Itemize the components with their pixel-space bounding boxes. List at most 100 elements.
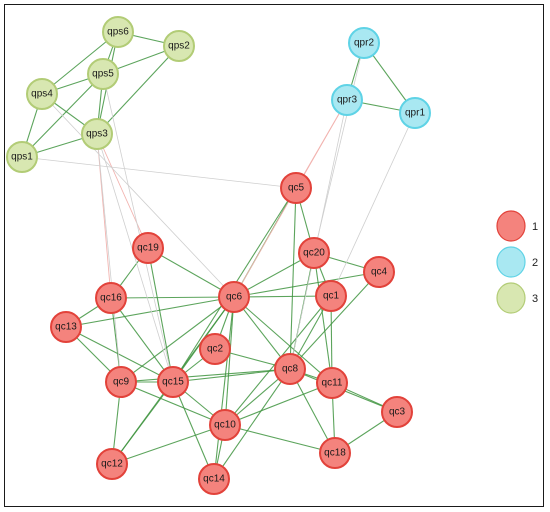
legend-label-3: 3 [532,293,538,305]
node-qps2[interactable]: qps2 [163,30,195,62]
node-label-qc12: qc12 [101,459,123,470]
node-circle-qc4[interactable] [363,256,395,288]
node-label-qc2: qc2 [207,344,224,355]
node-qps5[interactable]: qps5 [87,58,119,90]
legend-label-2: 2 [532,257,538,269]
node-circle-qc9[interactable] [105,366,137,398]
node-qc16[interactable]: qc16 [95,282,127,314]
node-qc2[interactable]: qc2 [199,333,231,365]
node-qc11[interactable]: qc11 [316,367,348,399]
node-circle-qc15[interactable] [157,366,189,398]
node-label-qc11: qc11 [322,378,343,389]
edge-qc20-qc11 [313,252,333,384]
edge-qc10-qc12 [111,424,226,465]
legend-label-1: 1 [532,221,538,233]
node-label-qc16: qc16 [100,293,122,304]
edge-qps4-qc6 [41,93,235,298]
node-label-qpr1: qpr1 [405,108,425,119]
edge-qc13-qc15 [65,326,174,383]
node-qpr3[interactable]: qpr3 [331,84,363,116]
node-label-qc9: qc9 [113,377,130,388]
edge-qc6-qc10 [224,296,235,426]
node-qc13[interactable]: qc13 [50,311,82,343]
node-circle-qc12[interactable] [96,448,128,480]
nodes-layer: qps6 qps2 qps5 qps4 qps3 qps1 qpr2 qpr3 qpr1 qc5 q… [6,16,431,495]
node-label-qps3: qps3 [86,129,108,140]
node-qps3[interactable]: qps3 [81,118,113,150]
node-qc6[interactable]: qc6 [218,281,250,313]
node-qc8[interactable]: qc8 [274,353,306,385]
node-circle-qc13[interactable] [50,311,82,343]
node-label-qc18: qc18 [324,448,346,459]
node-qc15[interactable]: qc15 [157,366,189,398]
edge-qps3-qc9 [96,133,122,383]
edge-qc8-qc15 [172,368,291,383]
node-circle-qc19[interactable] [132,232,164,264]
node-circle-qc5[interactable] [280,172,312,204]
diagram-frame [4,4,544,507]
node-circle-qc16[interactable] [95,282,127,314]
node-qps1[interactable]: qps1 [6,141,38,173]
node-qc1[interactable]: qc1 [315,280,347,312]
edge-qc16-qc15 [110,297,174,383]
node-circle-qps1[interactable] [6,141,38,173]
node-circle-qc14[interactable] [198,463,230,495]
node-label-qc13: qc13 [55,322,77,333]
edge-qc16-qc6 [110,296,235,299]
node-circle-qc8[interactable] [274,353,306,385]
node-qc3[interactable]: qc3 [381,396,413,428]
node-qc12[interactable]: qc12 [96,448,128,480]
node-qc18[interactable]: qc18 [319,437,351,469]
edge-qc10-qc18 [224,424,336,454]
node-circle-qps6[interactable] [102,16,134,48]
node-circle-qc6[interactable] [218,281,250,313]
node-circle-qc3[interactable] [381,396,413,428]
legend-item-1: 1 [496,210,538,242]
node-label-qc5: qc5 [288,183,305,194]
node-label-qps6: qps6 [107,27,129,38]
node-qc20[interactable]: qc20 [298,237,330,269]
node-label-qc8: qc8 [282,364,299,375]
node-qc14[interactable]: qc14 [198,463,230,495]
node-qps4[interactable]: qps4 [26,78,58,110]
node-label-qc14: qc14 [203,474,225,485]
node-circle-qc2[interactable] [199,333,231,365]
node-label-qpr2: qpr2 [354,38,374,49]
edge-qc19-qc15 [147,247,174,383]
node-circle-qc18[interactable] [319,437,351,469]
node-circle-qps4[interactable] [26,78,58,110]
edge-qps3-qc15 [96,133,174,383]
node-qc9[interactable]: qc9 [105,366,137,398]
node-circle-qpr2[interactable] [348,27,380,59]
node-label-qpr3: qpr3 [337,95,357,106]
legend-swatch-1 [496,210,526,242]
edge-qc6-qc1 [233,295,332,298]
node-label-qc15: qc15 [162,377,184,388]
node-qc5[interactable]: qc5 [280,172,312,204]
edge-qps3-qc19 [96,133,149,249]
node-qpr2[interactable]: qpr2 [348,27,380,59]
node-circle-qc10[interactable] [209,409,241,441]
node-circle-qpr3[interactable] [331,84,363,116]
node-label-qc19: qc19 [137,243,159,254]
node-label-qc20: qc20 [303,248,325,259]
node-circle-qps5[interactable] [87,58,119,90]
node-circle-qc1[interactable] [315,280,347,312]
edge-qpr3-qc8 [289,99,348,370]
node-circle-qps3[interactable] [81,118,113,150]
node-circle-qps2[interactable] [163,30,195,62]
edge-qc11-qc10 [224,382,333,426]
node-circle-qpr1[interactable] [399,97,431,129]
node-qc19[interactable]: qc19 [132,232,164,264]
node-circle-qc11[interactable] [316,367,348,399]
edge-qc8-qc14 [213,368,291,480]
edge-qc5-qc8 [289,187,297,370]
edge-qc8-qc9 [120,368,291,383]
node-qps6[interactable]: qps6 [102,16,134,48]
node-qc10[interactable]: qc10 [209,409,241,441]
edge-qps1-qc5 [21,156,297,189]
node-qc4[interactable]: qc4 [363,256,395,288]
node-qpr1[interactable]: qpr1 [399,97,431,129]
node-circle-qc20[interactable] [298,237,330,269]
